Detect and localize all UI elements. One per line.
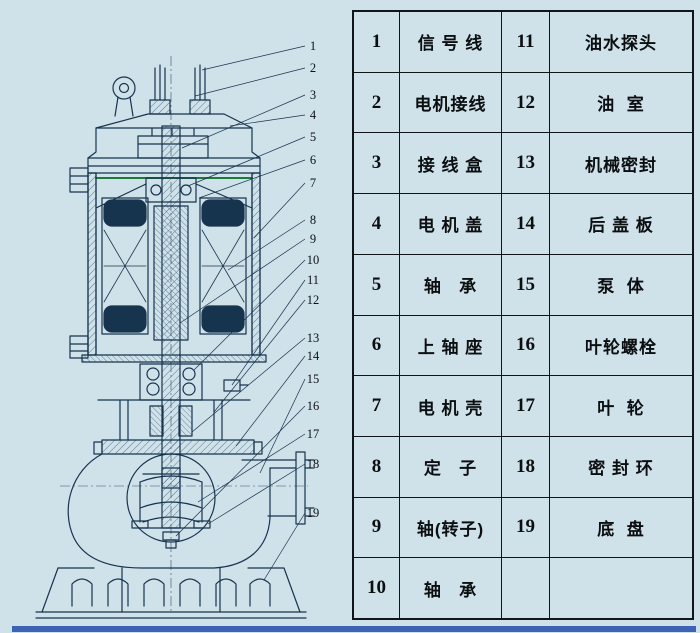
upper-bearing-seat	[95, 177, 253, 209]
part-label-6: 6	[310, 153, 316, 167]
part-name	[550, 558, 692, 618]
part-name: 信 号 线	[400, 12, 502, 72]
part-label-14: 14	[307, 349, 320, 363]
part-label-9: 9	[310, 232, 316, 246]
part-number: 16	[502, 315, 550, 376]
table-row: 7 电 机 壳 17 叶 轮	[354, 376, 692, 437]
oil-water-probe	[223, 379, 249, 392]
table-row: 10 轴 承	[354, 558, 692, 619]
part-name: 机械密封	[585, 155, 657, 175]
part-labels: 1 2 3 4 5 6 7 8 9 10 11 12 13 14 15 16 1…	[307, 39, 320, 520]
part-label-2: 2	[310, 61, 316, 75]
part-name: 泵 体	[597, 277, 645, 297]
left-bolt-details	[69, 167, 89, 359]
leader-lines	[175, 45, 306, 581]
part-name: 轴 承	[400, 558, 502, 619]
part-label-3: 3	[310, 88, 316, 102]
part-name: 电机接线	[400, 72, 502, 133]
part-label-7: 7	[310, 176, 316, 190]
pump-drawing	[35, 64, 315, 619]
part-number: 12	[502, 72, 550, 133]
part-label-18: 18	[307, 457, 320, 471]
part-number: 6	[354, 315, 400, 376]
parts-table: 1 信 号 线 11 油水探头 2 电机接线 12 油 室 3 接 线 盒 13…	[352, 10, 694, 620]
table-row: 6 上 轴 座 16 叶轮螺栓	[354, 315, 692, 377]
part-label-10: 10	[307, 253, 320, 267]
part-number: 13	[502, 133, 550, 194]
base-plate	[35, 567, 307, 619]
part-name: 轴 承	[400, 254, 502, 315]
part-number: 1	[354, 12, 400, 72]
part-number: 10	[354, 558, 400, 619]
lifting-handle	[112, 76, 136, 117]
part-label-11: 11	[307, 273, 319, 287]
part-name: 后 盖 板	[588, 216, 654, 236]
part-label-16: 16	[307, 399, 320, 413]
part-name: 叶轮螺栓	[585, 337, 657, 357]
part-number	[502, 558, 550, 619]
table-row: 3 接 线 盒 13 机械密封	[354, 133, 692, 195]
part-number: 7	[354, 376, 400, 436]
part-number: 18	[502, 436, 550, 497]
part-number: 2	[354, 72, 400, 133]
part-number: 4	[354, 194, 400, 254]
part-number: 11	[502, 12, 550, 72]
pump-diagram: 1 2 3 4 5 6 7 8 9 10 11 12 13 14 15 16 1…	[2, 8, 347, 621]
part-name: 密 封 环	[588, 459, 654, 479]
part-label-19: 19	[307, 506, 320, 520]
table-row: 5 轴 承 15 泵 体	[354, 254, 692, 316]
bottom-border-strip	[12, 626, 696, 632]
table-row: 2 电机接线 12 油 室	[354, 72, 692, 134]
part-number: 8	[354, 436, 400, 497]
part-name: 底 盘	[597, 519, 645, 539]
table-row: 8 定 子 18 密 封 环	[354, 436, 692, 498]
impeller	[137, 467, 205, 529]
part-label-5: 5	[310, 130, 316, 144]
pump-cross-section-svg: 1 2 3 4 5 6 7 8 9 10 11 12 13 14 15 16 1…	[35, 39, 320, 619]
part-name: 油 室	[597, 95, 645, 115]
part-name: 电 机 盖	[400, 194, 502, 254]
stator	[101, 197, 247, 335]
part-label-1: 1	[310, 39, 316, 53]
part-name: 接 线 盒	[400, 133, 502, 194]
part-name: 电 机 壳	[400, 376, 502, 436]
part-number: 15	[502, 254, 550, 315]
seal-ring	[131, 520, 211, 529]
part-number: 3	[354, 133, 400, 194]
part-name: 上 轴 座	[400, 315, 502, 376]
shaft-rotor	[153, 125, 189, 489]
table-row: 1 信 号 线 11 油水探头	[354, 12, 692, 73]
part-name: 轴(转子)	[400, 497, 502, 558]
signal-cables	[149, 64, 211, 115]
oil-chamber-mech-seal	[97, 399, 251, 441]
part-number: 5	[354, 254, 400, 315]
part-number: 17	[502, 376, 550, 436]
part-label-4: 4	[310, 108, 317, 122]
part-label-17: 17	[307, 427, 320, 441]
table-row: 4 电 机 盖 14 后 盖 板	[354, 194, 692, 255]
part-label-15: 15	[307, 372, 320, 386]
part-number: 9	[354, 497, 400, 558]
table-row: 9 轴(转子) 19 底 盘	[354, 497, 692, 559]
part-name: 油水探头	[585, 34, 657, 54]
part-name: 定 子	[400, 436, 502, 497]
part-label-12: 12	[307, 293, 320, 307]
pump-body-volute	[67, 451, 315, 569]
part-number: 19	[502, 497, 550, 558]
part-name: 叶 轮	[597, 398, 645, 418]
part-label-8: 8	[310, 213, 316, 227]
impeller-bolt	[162, 531, 180, 549]
part-label-13: 13	[307, 331, 320, 345]
lower-bearing	[139, 363, 203, 401]
part-number: 14	[502, 194, 550, 254]
rear-cover-plate	[93, 439, 263, 455]
